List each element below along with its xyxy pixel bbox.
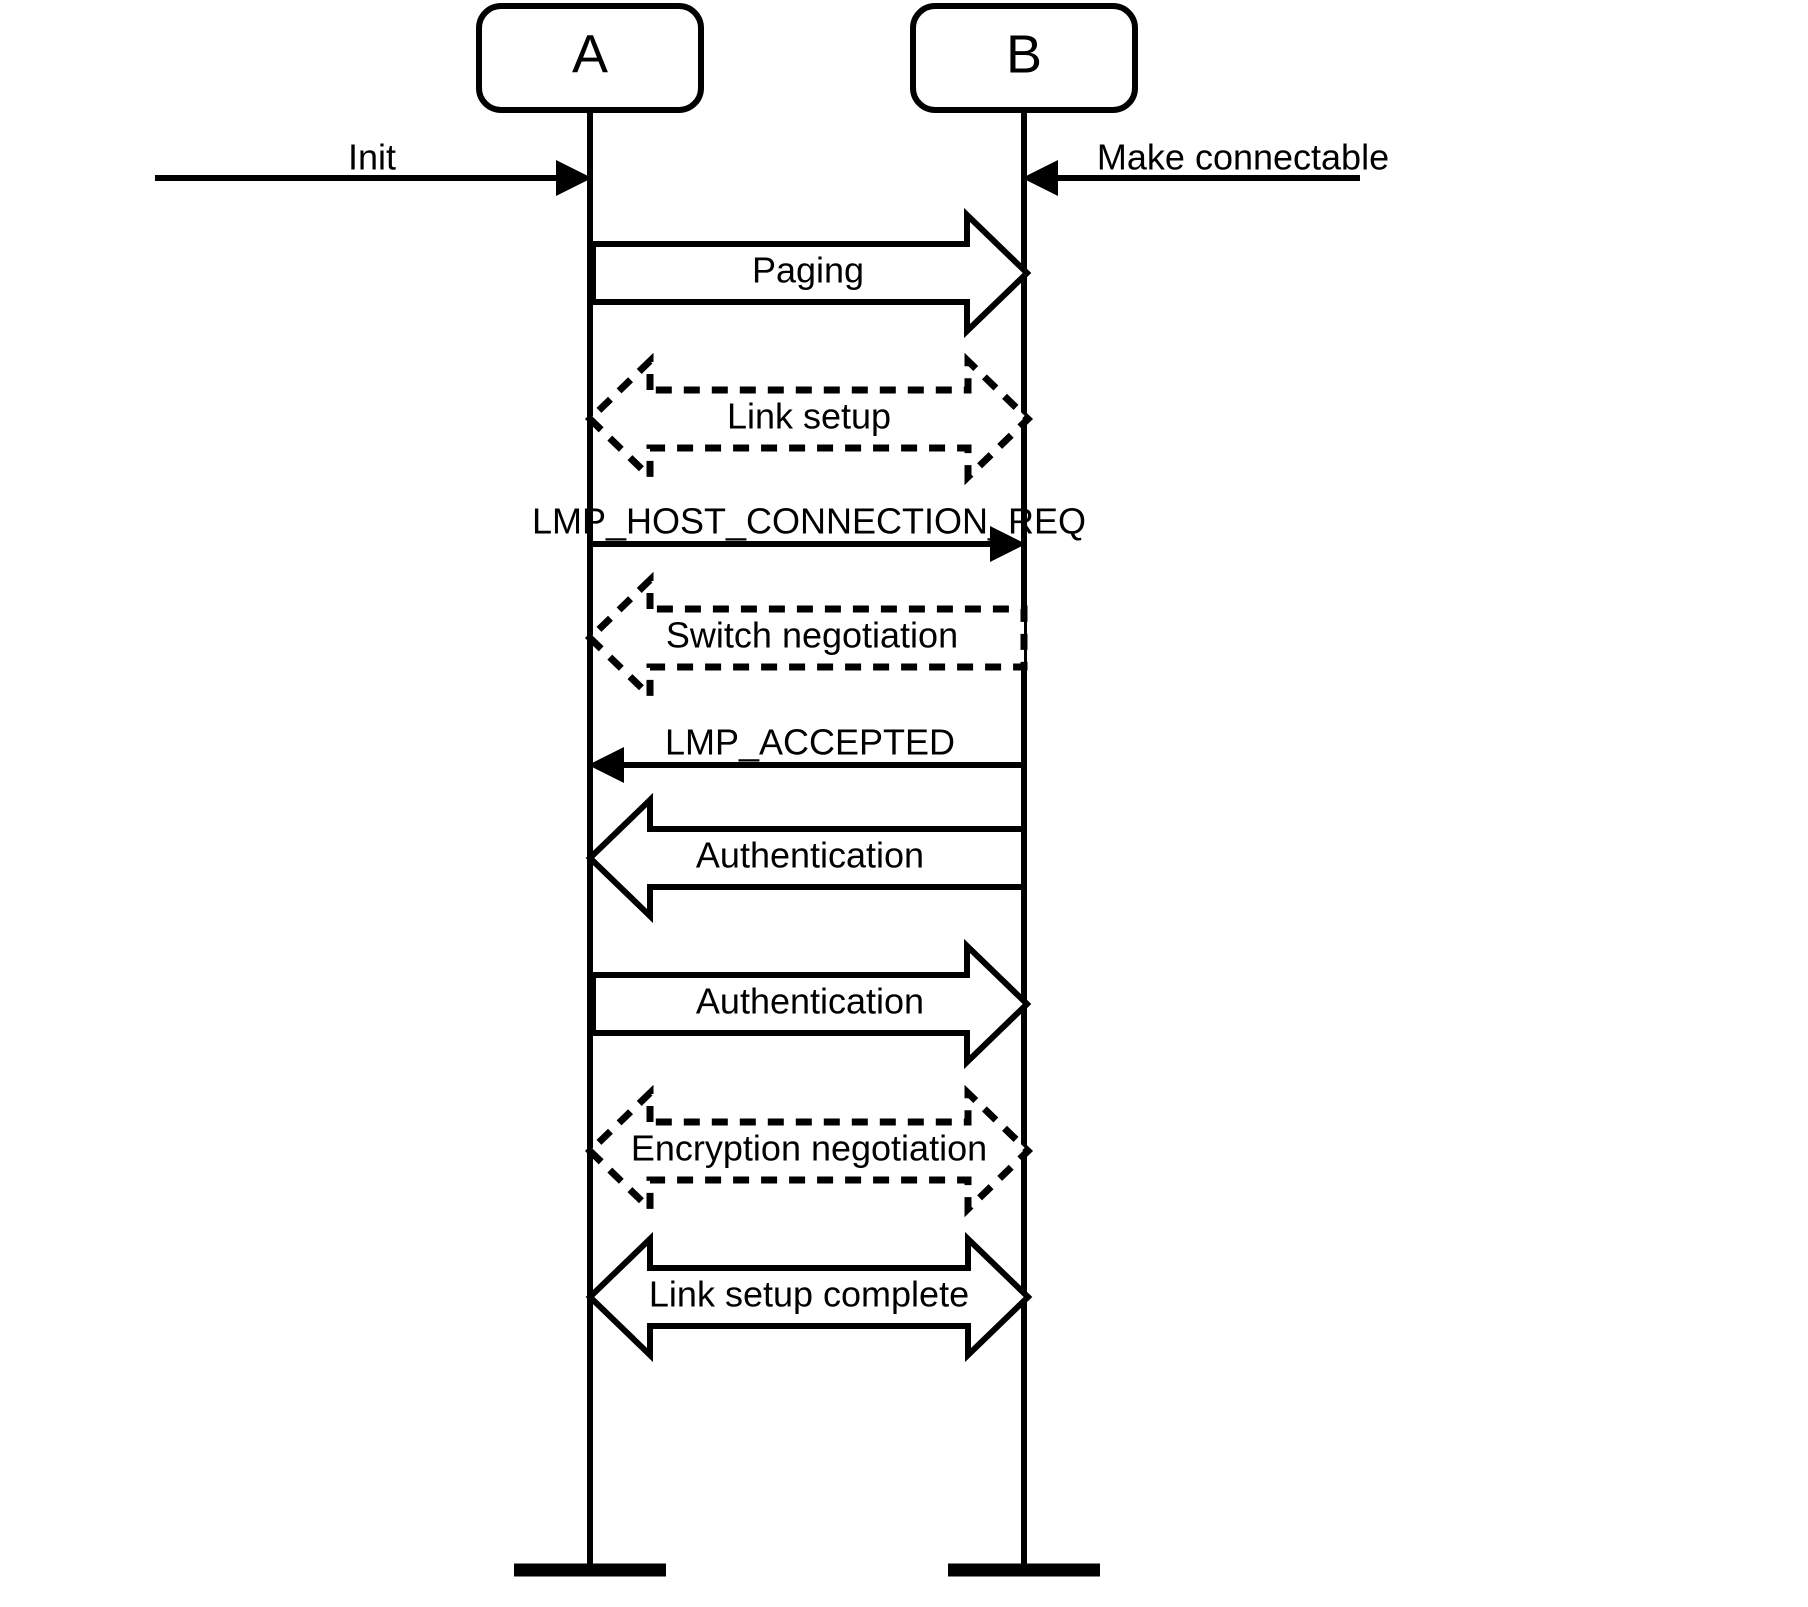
link-setup-complete-block-arrow	[585, 1231, 1033, 1363]
link-setup-complete-label: Link setup complete	[649, 1274, 969, 1315]
actor-box-a[interactable]: A	[476, 3, 704, 113]
encryption-negotiation-block-arrow	[584, 1084, 1034, 1218]
link-setup-block-arrow	[584, 352, 1034, 486]
paging-block-arrow	[590, 207, 1032, 339]
actor-a-label: A	[572, 24, 608, 84]
authentication-b-to-a-label: Authentication	[696, 835, 924, 876]
message-make-connectable: Make connectable	[1022, 137, 1389, 196]
lmp-host-connection-req-arrow-head	[990, 526, 1026, 562]
actor-a-box-shape	[476, 3, 704, 113]
authentication-b-to-a-block-arrow	[585, 792, 1027, 924]
lmp-host-connection-req-label: LMP_HOST_CONNECTION_REQ	[532, 501, 1086, 542]
init-arrow-head	[556, 160, 592, 196]
switch-negotiation-label: Switch negotiation	[666, 615, 958, 656]
lmp-accepted-label: LMP_ACCEPTED	[665, 722, 955, 763]
message-switch-negotiation: Switch negotiation	[584, 571, 1028, 705]
message-lmp-host-connection-req: LMP_HOST_CONNECTION_REQ	[532, 501, 1086, 562]
message-init: Init	[155, 137, 592, 196]
message-lmp-accepted: LMP_ACCEPTED	[588, 722, 1024, 783]
actor-b-box-shape	[910, 3, 1138, 113]
message-authentication-b-to-a: Authentication	[585, 792, 1027, 924]
init-label: Init	[348, 137, 396, 178]
message-encryption-negotiation: Encryption negotiation	[584, 1084, 1034, 1218]
make-connectable-label: Make connectable	[1097, 137, 1389, 178]
actor-box-b[interactable]: B	[910, 3, 1138, 113]
make-connectable-arrow-head	[1022, 160, 1058, 196]
message-link-setup: Link setup	[584, 352, 1034, 486]
authentication-a-to-b-label: Authentication	[696, 981, 924, 1022]
actor-b-label: B	[1006, 24, 1042, 84]
paging-label: Paging	[752, 250, 864, 291]
authentication-a-to-b-block-arrow	[590, 938, 1032, 1070]
message-authentication-a-to-b: Authentication	[590, 938, 1032, 1070]
message-paging: Paging	[590, 207, 1032, 339]
switch-negotiation-block-arrow	[584, 571, 1028, 705]
lmp-accepted-arrow-head	[588, 747, 624, 783]
message-link-setup-complete: Link setup complete	[585, 1231, 1033, 1363]
link-setup-label: Link setup	[727, 396, 891, 437]
encryption-negotiation-label: Encryption negotiation	[631, 1128, 987, 1169]
